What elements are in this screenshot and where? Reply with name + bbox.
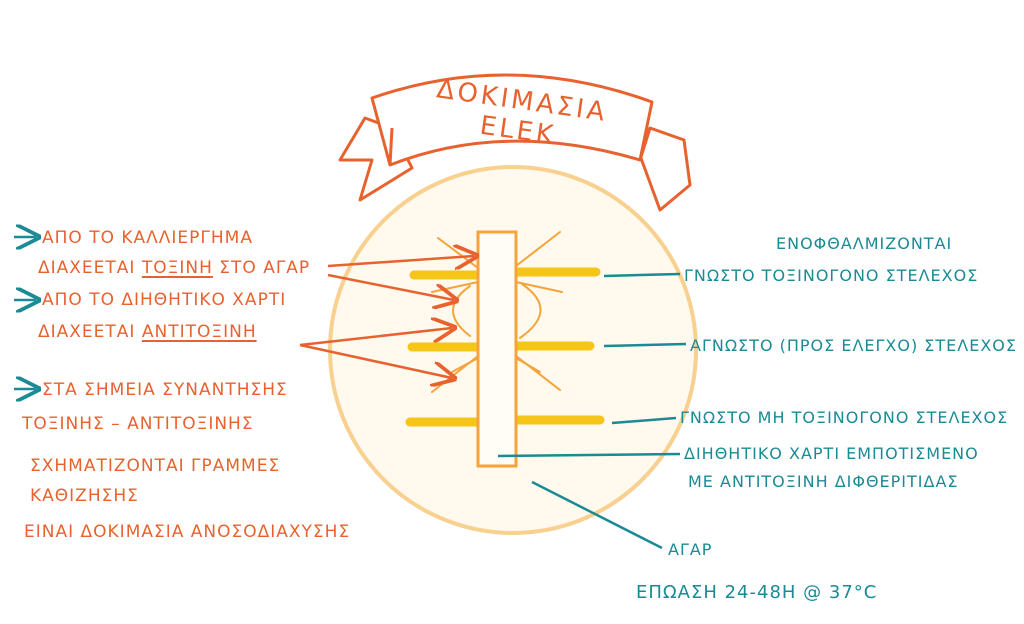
note-toxin-line1: ΑΠΟ ΤΟ ΚΑΛΛΙΕΡΓΗΜΑ (42, 228, 253, 248)
note-antitoxin-line2: ΔΙΑΧΕΕΤΑΙ ΑΝΤΙΤΟΞΙΝΗ (38, 322, 257, 342)
label-inoculated: ΕΝΟΦΘΑΛΜΙΖΟΝΤΑΙ (776, 234, 953, 253)
label-known-toxigenic: ΓΝΩΣΤΟ ΤΟΞΙΝΟΓΟΝΟ ΣΤΕΛΕΧΟΣ (684, 266, 979, 285)
filter-paper-strip (476, 230, 518, 468)
left-arrows (299, 256, 474, 378)
note-meeting-line2: ΤΟΞΙΝΗΣ – ΑΝΤΙΤΟΞΙΝΗΣ (22, 414, 254, 434)
label-filter-paper-line1: ΔΙΗΘΗΤΙΚΟ ΧΑΡΤΙ ΕΜΠΟΤΙΣΜΕΝΟ (684, 444, 979, 463)
bullet-arrows (14, 237, 36, 389)
note-lines-line2: ΚΑΘΙΖΗΣΗΣ (30, 486, 139, 506)
label-incubation: ΕΠΩΑΣΗ 24-48Η @ 37°C (636, 582, 878, 603)
title-banner (338, 73, 692, 212)
bacterial-streaks (405, 267, 605, 427)
label-filter-paper-line2: ΜΕ ΑΝΤΙΤΟΞΙΝΗ ΔΙΦΘΕΡΙΤΙΔΑΣ (688, 472, 959, 491)
note-antitoxin-line1: ΑΠΟ ΤΟ ΔΙΗΘΗΤΙΚΟ ΧΑΡΤΙ (42, 290, 287, 310)
note-meeting-line1: ΣΤΑ ΣΗΜΕΙΑ ΣΥΝΑΝΤΗΣΗΣ (42, 380, 288, 400)
note-immunodiffusion: ΕΙΝΑΙ ΔΟΚΙΜΑΣΙΑ ΑΝΟΣΟΔΙΑΧΥΣΗΣ (24, 522, 351, 542)
note-toxin-line2: ΔΙΑΧΕΕΤΑΙ ΤΟΞΙΝΗ ΣΤΟ ΑΓΑΡ (38, 258, 311, 278)
right-leader-lines (497, 272, 687, 550)
banner-body (370, 73, 654, 167)
note-lines-line1: ΣΧΗΜΑΤΙΖΟΝΤΑΙ ΓΡΑΜΜΕΣ (30, 456, 281, 476)
label-unknown-strain: ΑΓΝΩΣΤΟ (ΠΡΟΣ ΕΛΕΓΧΟ) ΣΤΕΛΕΧΟΣ (690, 336, 1017, 355)
label-known-nontoxigenic: ΓΝΩΣΤΟ ΜΗ ΤΟΞΙΝΟΓΟΝΟ ΣΤΕΛΕΧΟΣ (680, 408, 1009, 427)
label-agar: ΑΓΑΡ (668, 540, 713, 559)
